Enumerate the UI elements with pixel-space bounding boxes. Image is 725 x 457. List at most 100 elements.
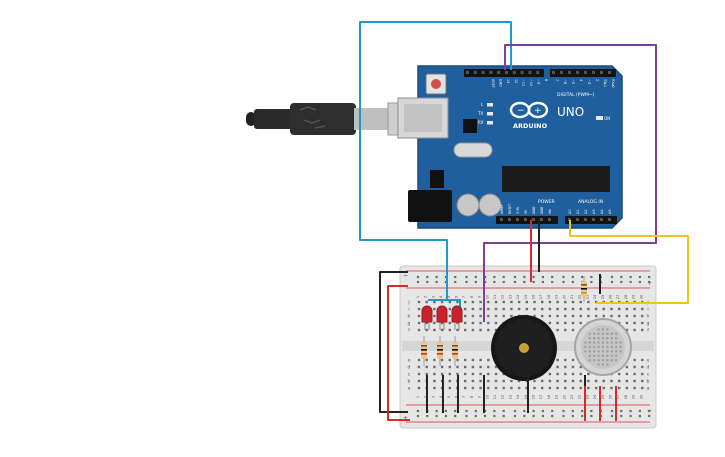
digital-pin-label: ~11 — [521, 79, 525, 86]
power-pin-label: GND — [540, 206, 544, 214]
column-number: 2 — [424, 296, 428, 298]
digital-pin-9[interactable] — [536, 71, 540, 74]
yellow-wire[interactable] — [569, 220, 689, 304]
power-pin-5[interactable] — [540, 218, 543, 221]
column-number: 24 — [593, 394, 597, 399]
analog-pin-5[interactable] — [608, 218, 611, 221]
column-number: 17 — [539, 295, 543, 300]
analog-pin-4[interactable] — [600, 218, 603, 221]
digital-pin-6[interactable] — [512, 71, 516, 74]
digital-pin-4[interactable] — [497, 71, 501, 74]
resistor-group[interactable] — [421, 336, 458, 366]
on-led — [596, 116, 603, 120]
digital-pin-7[interactable] — [520, 71, 524, 74]
power-pin-4[interactable] — [532, 218, 535, 221]
digital-pin-label: GND — [499, 79, 503, 87]
column-number: 21 — [570, 295, 574, 300]
row-letter: b — [647, 379, 650, 385]
reset-button[interactable] — [431, 79, 441, 89]
svg-text:+: + — [534, 106, 542, 116]
purple-wire[interactable] — [483, 44, 657, 322]
red-led-3[interactable] — [451, 305, 463, 323]
column-number: 30 — [639, 294, 643, 299]
digital-pin-16[interactable] — [600, 71, 603, 74]
analog-pin-1[interactable] — [576, 218, 579, 221]
analog-pin-label: A0 — [568, 210, 572, 214]
digital-pin-17[interactable] — [608, 71, 611, 74]
power-pin-2[interactable] — [516, 218, 519, 221]
column-number: 13 — [508, 295, 512, 300]
column-number: 14 — [516, 394, 520, 399]
digital-pin-10[interactable] — [552, 71, 555, 74]
column-number: 19 — [555, 294, 559, 299]
analog-header[interactable] — [565, 216, 617, 224]
digital-pin-2[interactable] — [481, 71, 485, 74]
digital-pin-15[interactable] — [592, 71, 595, 74]
power-pin-6[interactable] — [548, 218, 551, 221]
red-led-2[interactable] — [436, 305, 448, 323]
digital-pin-label: ~6 — [563, 79, 567, 84]
analog-pin-label: A1 — [576, 210, 580, 214]
column-number: 9 — [478, 295, 482, 298]
row-letter: f — [408, 328, 410, 334]
column-number: 5 — [447, 296, 451, 298]
analog-pin-3[interactable] — [592, 218, 595, 221]
digital-pin-3[interactable] — [489, 71, 493, 74]
power-pin-label: 3.3V — [516, 206, 520, 214]
blue-wire[interactable] — [359, 21, 512, 300]
column-number: 11 — [493, 295, 497, 300]
power-header[interactable] — [496, 216, 558, 224]
bottom-jumpers[interactable] — [426, 375, 617, 421]
digital-pin-label: TX▸1 — [603, 78, 607, 87]
red-led-1[interactable] — [421, 305, 433, 323]
power-pin-1[interactable] — [508, 218, 511, 221]
power-pin-label: 5V — [524, 209, 528, 214]
row-letter: f — [647, 328, 649, 334]
power-pin-label: Vin — [548, 209, 552, 214]
digital-pin-5[interactable] — [505, 71, 508, 74]
digital-pin-13[interactable] — [576, 71, 579, 74]
digital-pin-0[interactable] — [466, 71, 469, 74]
gas-sensor[interactable] — [574, 318, 632, 376]
column-number: 30 — [639, 394, 643, 399]
onboard-led-label: L — [481, 102, 484, 107]
board-brand: ARDUINO — [513, 122, 548, 130]
column-number: 20 — [562, 394, 566, 399]
column-number: 9 — [478, 395, 482, 398]
digital-label: DIGITAL (PWM~) — [557, 92, 595, 98]
digital-pin-14[interactable] — [584, 71, 587, 74]
red-rail-jumper[interactable] — [387, 285, 410, 421]
column-number: 20 — [562, 294, 566, 299]
black-rail-jumper[interactable] — [379, 271, 408, 413]
analog-pin-label: A3 — [592, 210, 596, 214]
piezo-buzzer[interactable] — [491, 315, 557, 381]
power-pin-0[interactable] — [500, 218, 503, 221]
usb-cable[interactable] — [246, 102, 413, 136]
column-number: 18 — [547, 294, 551, 299]
wires[interactable] — [359, 21, 689, 421]
digital-pin-label: ~5 — [571, 79, 575, 84]
digital-pin-label: 7 — [555, 79, 559, 81]
digital-pin-11[interactable] — [560, 71, 563, 74]
led-group[interactable] — [421, 305, 463, 330]
column-number: 1 — [416, 296, 420, 298]
sensor-resistor[interactable] — [581, 276, 587, 302]
column-number: 19 — [555, 394, 559, 399]
row-letter: d — [647, 365, 650, 371]
digital-pin-1[interactable] — [473, 71, 477, 74]
analog-pin-2[interactable] — [584, 218, 587, 221]
analog-pin-0[interactable] — [568, 218, 571, 221]
column-number: 12 — [501, 295, 505, 300]
digital-pin-12[interactable] — [568, 71, 571, 74]
digital-header[interactable] — [464, 69, 616, 77]
power-pin-3[interactable] — [524, 218, 527, 221]
digital-pin-8[interactable] — [528, 71, 532, 74]
column-number: 10 — [485, 294, 489, 299]
column-number: 16 — [532, 394, 536, 399]
digital-pin-label: ~3 — [587, 79, 591, 84]
row-letter: j — [407, 300, 409, 306]
column-number: 29 — [632, 394, 636, 399]
atmega-chip — [502, 166, 610, 192]
